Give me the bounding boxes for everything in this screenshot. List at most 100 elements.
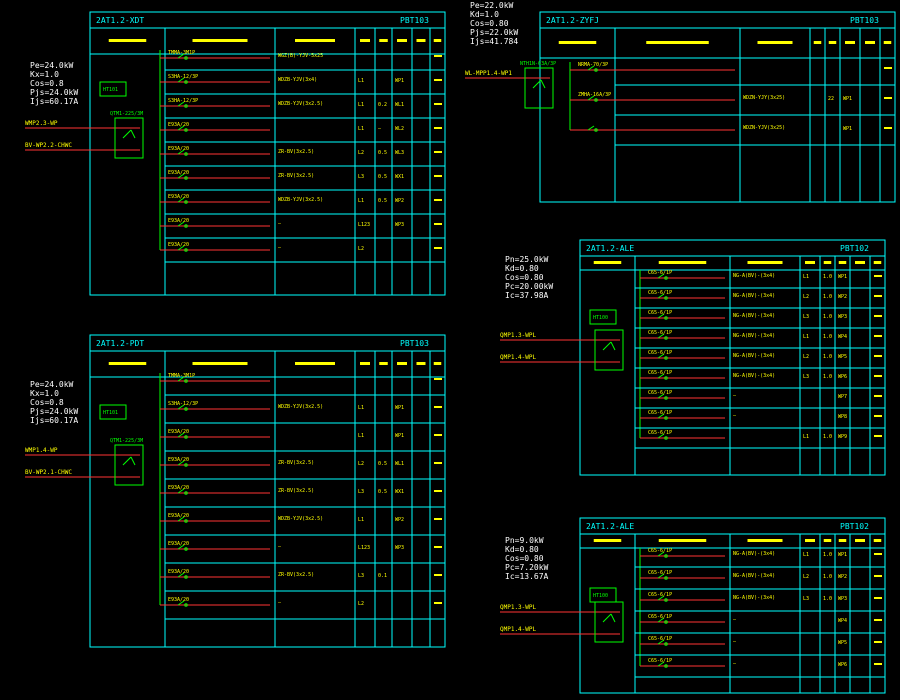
header-cell-mark	[558, 41, 597, 44]
main-breaker-contact	[122, 456, 132, 466]
cable-label: WGZ(B)-YJV-5x25	[278, 53, 323, 59]
header-cell-mark	[823, 539, 832, 542]
phase-label: L2	[358, 461, 364, 467]
phase-label: L3	[803, 374, 809, 380]
breaker-label: S3HA-12/3P	[168, 74, 198, 80]
header-cell-mark	[416, 362, 426, 365]
breaker-terminal	[184, 224, 188, 228]
incoming-label: QMP1.4-WPL	[500, 626, 537, 633]
breaker-label: E93A/20	[168, 194, 189, 200]
breaker-contact	[657, 353, 665, 359]
header-cell-mark	[646, 41, 709, 44]
meter-label: HT101	[103, 410, 118, 416]
param-line: Pjs=24.0kW	[30, 88, 78, 97]
param-line: Kd=1.0	[470, 10, 499, 19]
circuit-no-label: WP3	[395, 222, 404, 228]
main-breaker-label: NTH1N-63A/3P	[520, 61, 556, 67]
incoming-label: WMP1.4-WP	[25, 447, 58, 454]
cable-label: ZR-BV(3x2.5)	[278, 488, 314, 494]
cable-label: WDZB-YJV(3x2.5)	[278, 197, 323, 203]
header-cell-mark	[379, 39, 388, 42]
meter-label: HT100	[593, 593, 608, 599]
phase-label: L1	[803, 334, 809, 340]
main-breaker-box	[114, 444, 144, 486]
usage-mark	[434, 199, 442, 201]
param-line: Pn=25.0kW	[505, 255, 549, 264]
breaker-contact	[177, 460, 185, 466]
breaker-label: C65-6/1P	[648, 370, 672, 376]
param-line: Pjs=22.0kW	[470, 28, 518, 37]
breaker-terminal	[184, 547, 188, 551]
usage-mark	[434, 378, 442, 380]
meter-box	[589, 587, 617, 603]
cable-label: —	[278, 221, 282, 227]
header-cell-mark	[192, 39, 248, 42]
breaker-label: C65-6/1P	[648, 592, 672, 598]
breaker-terminal	[594, 128, 598, 132]
breaker-terminal	[664, 396, 668, 400]
breaker-terminal	[664, 576, 668, 580]
phase-label: L3	[803, 314, 809, 320]
power-label: 1.0	[823, 334, 832, 340]
header-cell-mark	[658, 261, 707, 264]
breaker-terminal	[664, 296, 668, 300]
breaker-label: E93A/20	[168, 218, 189, 224]
param-line: Kd=0.80	[505, 545, 539, 554]
main-breaker-contact	[602, 341, 612, 351]
circuit-no-label: WX1	[395, 489, 404, 495]
breaker-contact	[177, 173, 185, 179]
param-line: Pjs=24.0kW	[30, 407, 78, 416]
param-line: Pe=24.0kW	[30, 380, 74, 389]
meter-label: HT100	[593, 315, 608, 321]
incoming-label: WL-MPP1.4-WP1	[465, 70, 512, 77]
circuit-no-label: WP3	[838, 314, 847, 320]
phase-label: L2	[358, 601, 364, 607]
breaker-contact	[657, 661, 665, 667]
cable-label: NG-A(BV)-(3x4)	[733, 293, 775, 299]
circuit-no-label: WX1	[395, 174, 404, 180]
header-cell-mark	[757, 41, 793, 44]
breaker-terminal	[594, 98, 598, 102]
header-cell-mark	[805, 261, 815, 264]
header-cell-mark	[416, 39, 426, 42]
header-cell-mark	[865, 41, 875, 44]
breaker-label: C65-6/1P	[648, 614, 672, 620]
cable-label: —	[278, 600, 282, 606]
power-label: 1.0	[823, 274, 832, 280]
panel-frame	[89, 11, 446, 296]
header-cell-mark	[593, 539, 622, 542]
param-line: Kx=1.0	[30, 70, 59, 79]
breaker-contact	[177, 404, 185, 410]
param-line: Ijs=41.784	[470, 37, 518, 46]
main-breaker-box	[524, 67, 554, 109]
main-breaker-contact	[602, 613, 612, 623]
cable-label: —	[733, 639, 737, 645]
circuit-no-label: WP1	[838, 552, 847, 558]
breaker-terminal	[184, 519, 188, 523]
meter-label: HT101	[103, 87, 118, 93]
circuit-no-label: WP1	[395, 433, 404, 439]
breaker-contact	[657, 393, 665, 399]
breaker-contact	[657, 433, 665, 439]
usage-mark	[884, 67, 892, 69]
cable-label: WDZN-YJY(3x25)	[743, 95, 785, 101]
usage-mark	[434, 247, 442, 249]
usage-mark	[874, 395, 882, 397]
panel-pbt: PBT103	[850, 16, 879, 25]
circuit-no-label: WP6	[838, 662, 847, 668]
usage-mark	[874, 663, 882, 665]
power-label: 0.5	[378, 150, 387, 156]
breaker-terminal	[184, 200, 188, 204]
usage-mark	[874, 335, 882, 337]
breaker-contact	[657, 273, 665, 279]
usage-mark	[874, 597, 882, 599]
phase-label: L1	[358, 517, 364, 523]
breaker-label: E93A/20	[168, 513, 189, 519]
phase-label: L2	[803, 354, 809, 360]
power-label: 0.2	[378, 102, 387, 108]
breaker-terminal	[664, 336, 668, 340]
power-label: 0.5	[378, 174, 387, 180]
phase-label: L3	[358, 573, 364, 579]
header-cell-mark	[813, 41, 822, 44]
